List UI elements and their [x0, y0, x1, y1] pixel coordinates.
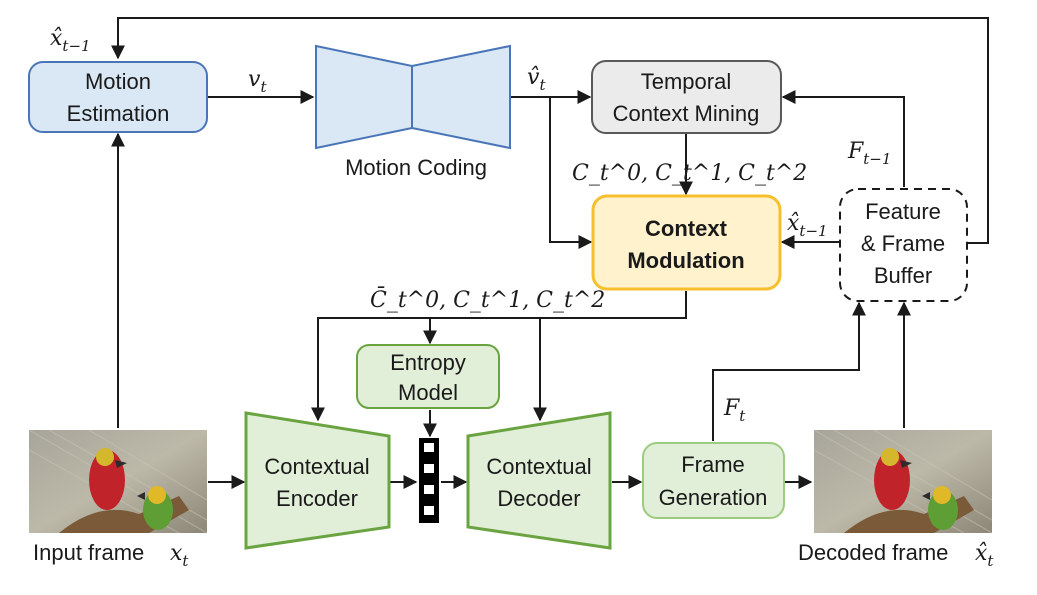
contexts-mod-symbol: C̄_t^0, C_t^1, C_t^2	[370, 286, 605, 313]
temporal-context-mining-block: Temporal Context Mining	[591, 60, 782, 134]
motion-coding-label: Motion Coding	[345, 155, 487, 180]
motion-coding-block: Motion Coding	[315, 44, 511, 180]
entropy-model-label-2: Model	[398, 380, 458, 405]
tcm-label-1: Temporal	[641, 69, 731, 94]
buffer-label-1: Feature	[865, 199, 941, 224]
x-hat-prev-mid-symbol: x̂t−1	[787, 211, 828, 240]
motion-estimation-block: Motion Estimation	[28, 61, 208, 133]
input-frame-caption: Input frame xt	[33, 540, 189, 570]
bitstream-icon	[419, 438, 439, 523]
v-t-symbol: vt	[248, 67, 267, 96]
frame-generation-label-1: Frame	[681, 452, 745, 477]
entropy-model-label-1: Entropy	[390, 350, 466, 375]
motion-estimation-label-2: Estimation	[67, 101, 170, 126]
contextual-decoder-block: Contextual Decoder	[466, 411, 612, 550]
input-frame-label: Input frame	[33, 540, 144, 565]
decoded-frame-label: Decoded frame	[798, 540, 948, 565]
motion-estimation-label-1: Motion	[85, 69, 151, 94]
f-prev-symbol: Ft−1	[847, 139, 891, 168]
x-hat-t-symbol: x̂t	[975, 541, 994, 570]
decoded-frame-caption: Decoded frame x̂t	[798, 540, 994, 570]
input-frame-image	[28, 429, 208, 534]
context-modulation-block: Context Modulation	[591, 194, 782, 291]
context-modulation-label-1: Context	[645, 216, 728, 241]
x-hat-prev-top-symbol: x̂t−1	[50, 26, 91, 55]
contextual-encoder-label-2: Encoder	[276, 486, 358, 511]
contextual-decoder-label-2: Decoder	[497, 486, 580, 511]
context-modulation-label-2: Modulation	[627, 248, 744, 273]
feature-frame-buffer-block: Feature & Frame Buffer	[839, 188, 968, 302]
entropy-model-block: Entropy Model	[356, 344, 500, 409]
buffer-label-3: Buffer	[874, 263, 932, 288]
buffer-label-2: & Frame	[861, 231, 945, 256]
f-t-symbol: Ft	[723, 396, 746, 425]
decoded-frame-image	[813, 429, 993, 534]
v-hat-t-symbol: v̂t	[527, 65, 546, 94]
connectors	[111, 17, 989, 489]
frame-generation-label-2: Generation	[659, 485, 768, 510]
tcm-label-2: Context Mining	[613, 101, 760, 126]
frame-generation-block: Frame Generation	[642, 442, 785, 519]
x-t-symbol: xt	[170, 541, 189, 570]
contextual-encoder-label-1: Contextual	[264, 454, 369, 479]
contextual-encoder-block: Contextual Encoder	[244, 411, 391, 550]
contextual-decoder-label-1: Contextual	[486, 454, 591, 479]
contexts-tcm-symbol: C_t^0, C_t^1, C_t^2	[572, 161, 807, 186]
